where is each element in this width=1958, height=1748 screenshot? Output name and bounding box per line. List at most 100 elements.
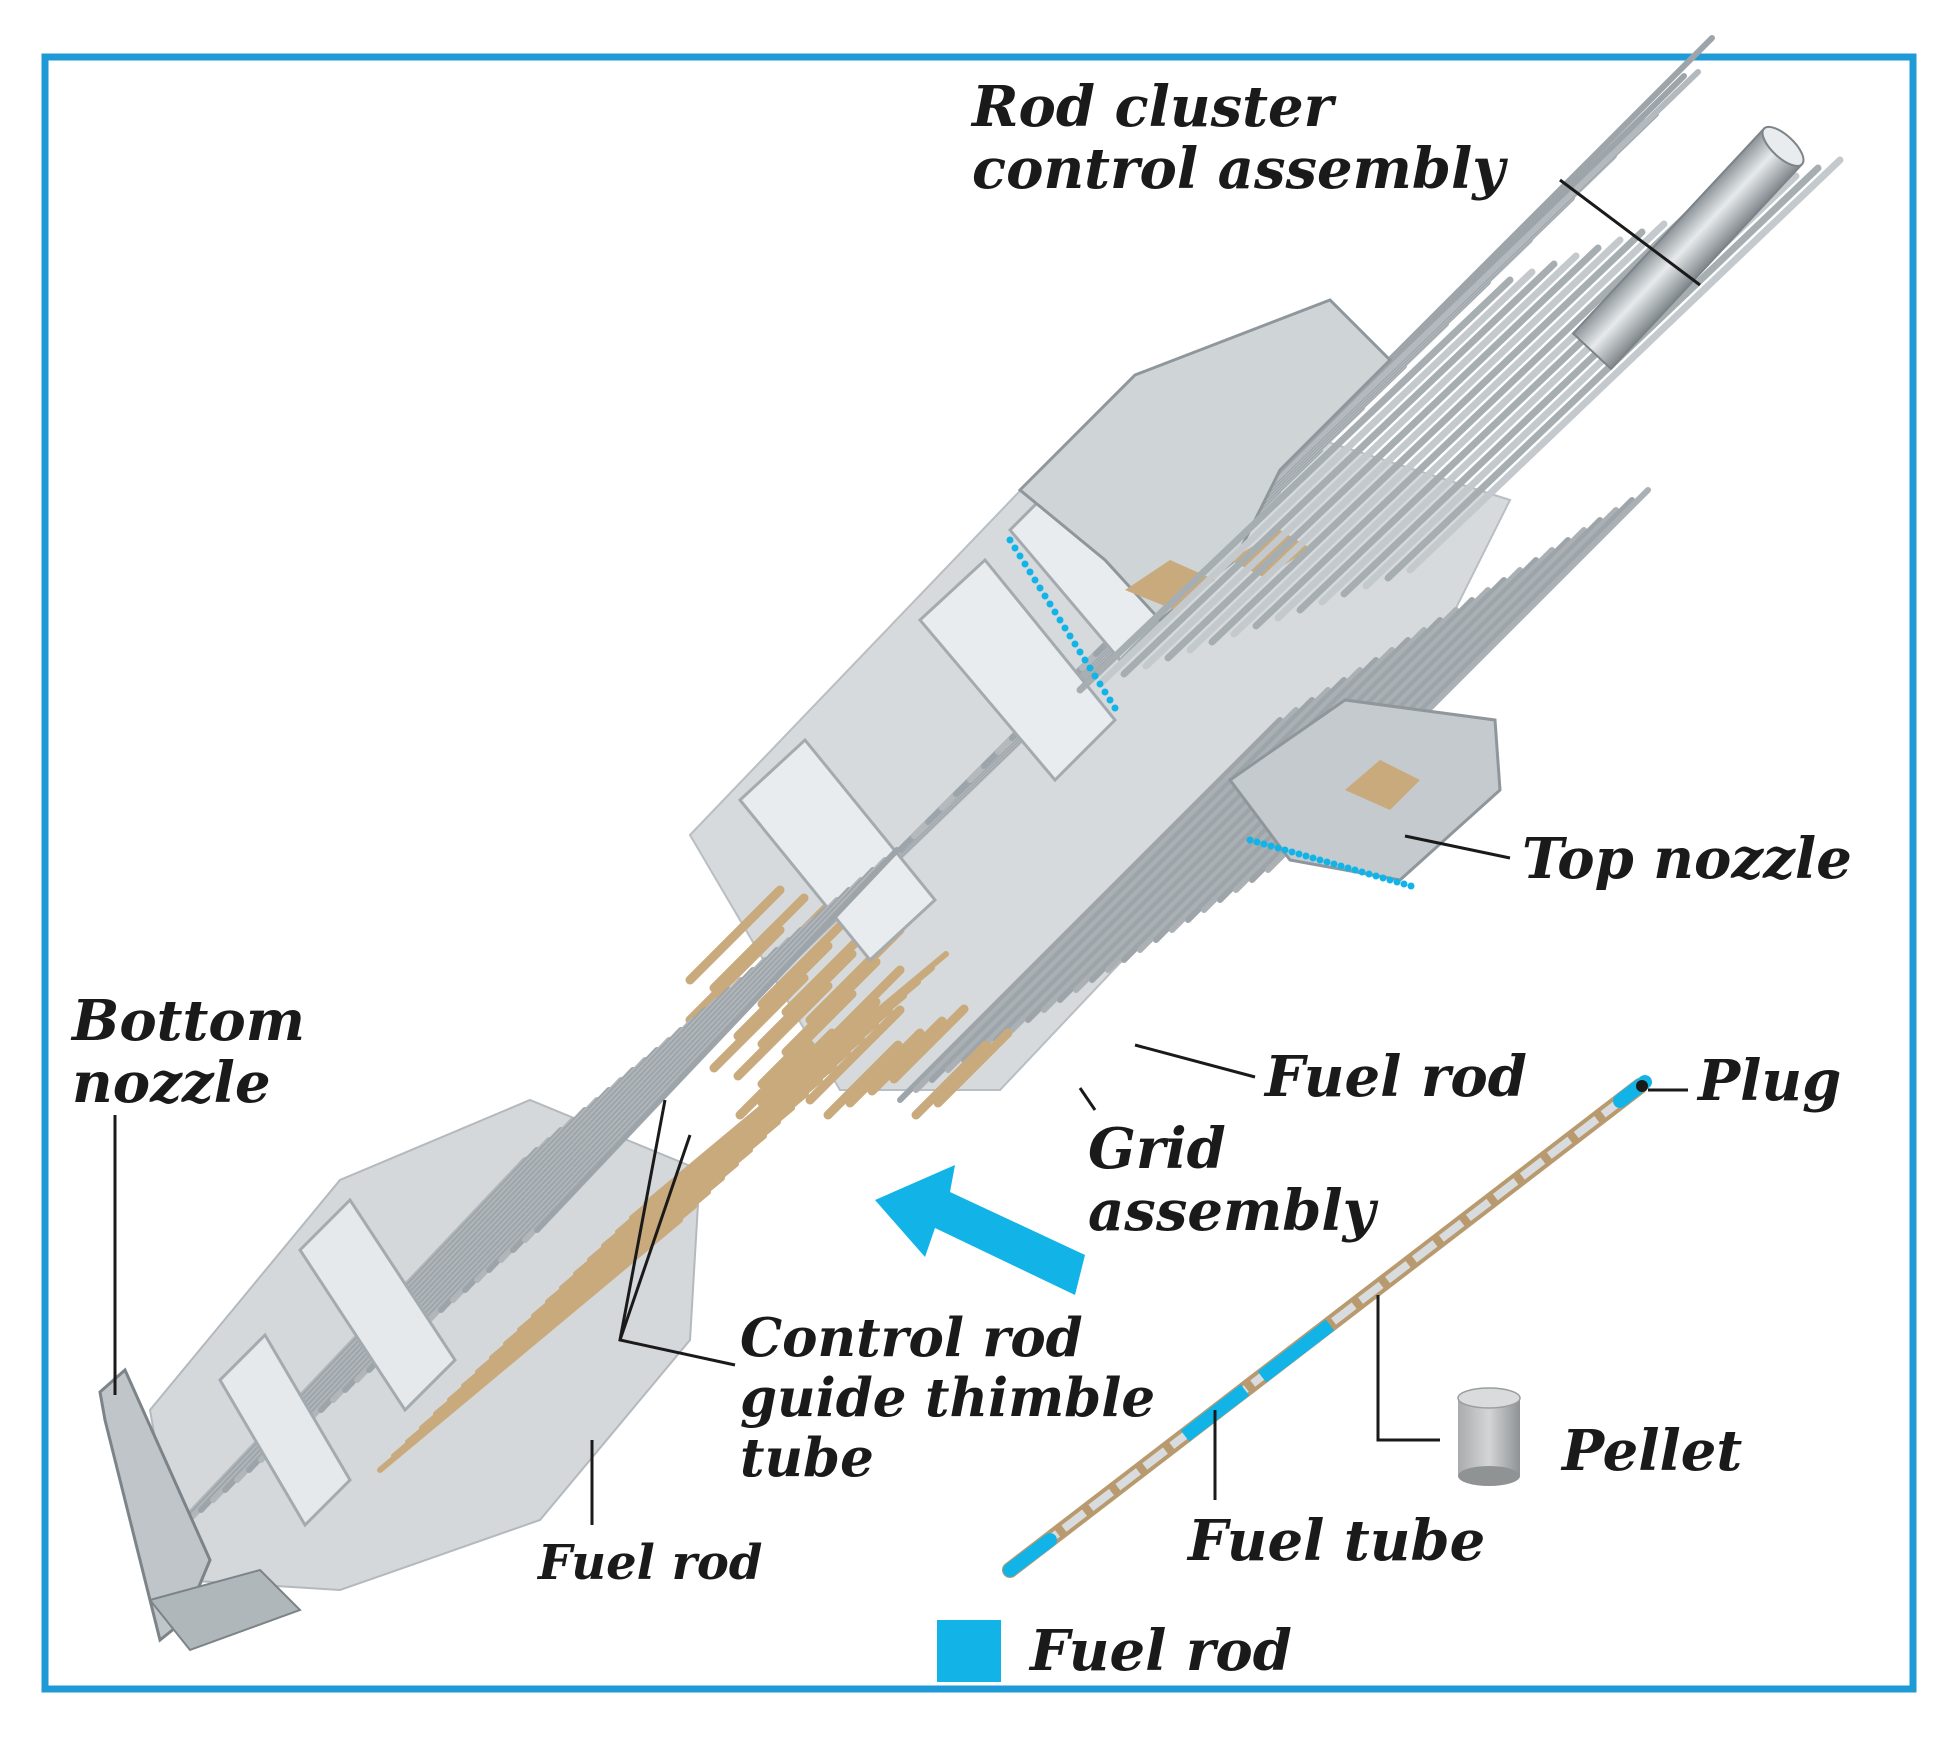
tan-gasket-2 xyxy=(1345,760,1420,810)
rod-tip-dot xyxy=(1302,852,1310,860)
grid-spacer-lower-2 xyxy=(218,1332,352,1528)
tan-rod-line xyxy=(805,1005,905,1105)
rod-tip-dot xyxy=(1316,856,1324,864)
tan-rod-line xyxy=(685,925,785,1025)
rod-tip-dot xyxy=(1091,672,1099,680)
rod-tip-dot xyxy=(1295,850,1303,858)
fuel-rod-blue-segment-3 xyxy=(1257,1319,1335,1383)
fuel-rod-line xyxy=(913,707,1299,1093)
assembly-direction-arrow xyxy=(875,1165,1085,1295)
fuel-rod-line xyxy=(1041,627,1427,1013)
tan-rod-line xyxy=(757,989,857,1089)
rcca-stem xyxy=(1571,125,1805,371)
rod-tip-dot xyxy=(1111,704,1119,712)
rod-tip-dot xyxy=(1031,576,1039,584)
top-nozzle-part xyxy=(1017,298,1393,623)
label-control-rod-guide-line3: tube xyxy=(740,1427,874,1489)
leader-fuel-rod-upper xyxy=(1134,1043,1256,1079)
grid-spacer-upper-1 xyxy=(917,557,1118,783)
tan-rod-line xyxy=(757,909,857,1009)
fuel-rod-blue-segment-1 xyxy=(1003,1533,1057,1577)
rod-tip-dot xyxy=(1288,848,1296,856)
fuel-rod-line xyxy=(945,687,1331,1073)
frame-border xyxy=(41,53,1917,1693)
label-fuel-rod-upper: Fuel rod xyxy=(1265,1044,1527,1110)
tan-gasket-1 xyxy=(1125,560,1215,610)
fuel-rod-tip-dots xyxy=(1006,536,1415,890)
pellet-part xyxy=(1457,1387,1521,1486)
tan-rod-line xyxy=(757,949,857,1049)
label-grid-assembly-line2: assembly xyxy=(1088,1178,1376,1244)
label-grid-assembly: Grid assembly xyxy=(1088,1118,1375,1242)
rod-tip-dot xyxy=(1051,608,1059,616)
legend-fuel-rod-swatch xyxy=(937,1620,1001,1682)
rcca-rod-line xyxy=(1076,276,1514,694)
single-fuel-rod-detail xyxy=(1002,1075,1652,1578)
label-pellet: Pellet xyxy=(1562,1418,1743,1484)
rod-tip-dot xyxy=(1246,836,1254,844)
lower-tan-rods xyxy=(377,951,949,1473)
rod-tip-dot xyxy=(1096,680,1104,688)
tan-rod-line xyxy=(735,1040,815,1120)
rcca-rod-line xyxy=(1384,164,1822,582)
rod-tip-dot xyxy=(1106,696,1114,704)
rcca-rod-line xyxy=(1098,268,1536,686)
label-fuel-rod-lower: Fuel rod xyxy=(538,1535,763,1591)
tan-rod-line xyxy=(911,1040,991,1120)
rod-tip-dot xyxy=(1260,840,1268,848)
rod-tip-dot xyxy=(1253,838,1261,846)
rcca-rod-line xyxy=(1252,212,1690,630)
rod-tip-dot xyxy=(1393,878,1401,886)
rod-tip-dot xyxy=(1021,560,1029,568)
leader-top-nozzle xyxy=(1404,834,1511,860)
tan-rod-line xyxy=(733,981,833,1081)
rod-tip-dot xyxy=(1281,846,1289,854)
rod-tip-dot xyxy=(1006,536,1014,544)
rod-tip-dot xyxy=(1323,858,1331,866)
rod-tip-dot xyxy=(1026,568,1034,576)
label-control-rod-guide: Control rod guide thimble tube xyxy=(740,1308,1155,1488)
label-rcca-line1: Rod cluster xyxy=(972,74,1334,140)
label-plug: Plug xyxy=(1698,1048,1842,1114)
label-rcca-line2: control assembly xyxy=(972,136,1505,202)
label-top-nozzle: Top nozzle xyxy=(1522,826,1852,892)
rod-tip-dot xyxy=(1066,632,1074,640)
tan-rod-line xyxy=(933,1028,1013,1108)
label-bottom-nozzle: Bottom nozzle xyxy=(72,990,305,1114)
rod-tip-dot xyxy=(1061,624,1069,632)
rod-tip-dot xyxy=(1046,600,1054,608)
rod-tip-dot xyxy=(1330,860,1338,868)
tan-rod-line xyxy=(781,957,881,1057)
rod-tip-dot xyxy=(1036,584,1044,592)
rod-tip-dot xyxy=(1358,868,1366,876)
bottom-nozzle-foot xyxy=(148,1568,302,1652)
rod-tip-dot xyxy=(1379,874,1387,882)
rod-tip-dot xyxy=(1086,664,1094,672)
fuel-rod-line xyxy=(534,847,900,1233)
rod-tip-dot xyxy=(1081,656,1089,664)
leader-control-rod-b xyxy=(618,1134,692,1341)
tan-rod-line xyxy=(733,941,833,1041)
leader-rcca xyxy=(1559,178,1701,287)
label-grid-assembly-line1: Grid xyxy=(1088,1116,1226,1182)
rod-tip-dot xyxy=(1365,870,1373,878)
rod-tip-dot xyxy=(1337,862,1345,870)
label-fuel-tube: Fuel tube xyxy=(1188,1508,1486,1574)
tan-rod-line xyxy=(867,1016,947,1096)
rod-tip-dot xyxy=(1309,854,1317,862)
rod-tip-dot xyxy=(1351,866,1359,874)
rcca-rod-line xyxy=(1406,156,1844,574)
tan-rod-line xyxy=(823,1040,903,1120)
rod-tip-dot xyxy=(1267,842,1275,850)
rcca-rod-line xyxy=(1142,252,1580,670)
lower-fuel-assembly xyxy=(98,847,949,1652)
tan-rod-line xyxy=(685,885,785,985)
rod-tip-dot xyxy=(1386,876,1394,884)
tan-rod-line xyxy=(757,1028,837,1108)
label-bottom-nozzle-line2: nozzle xyxy=(72,1050,271,1116)
leader-grid-assembly xyxy=(1078,1087,1097,1111)
fuel-rod-line xyxy=(929,697,1315,1083)
grid-spacer-lower-1 xyxy=(298,1197,457,1413)
fuel-rod-line xyxy=(1057,617,1443,1003)
